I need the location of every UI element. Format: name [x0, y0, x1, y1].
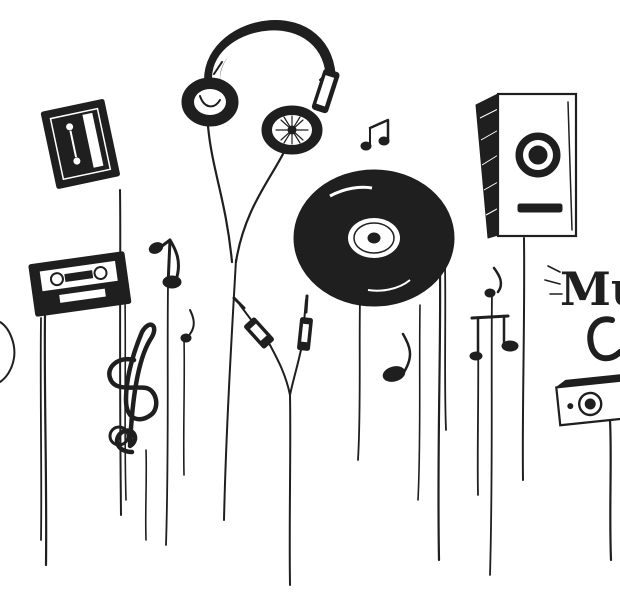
eighth-note-icon [360, 118, 390, 151]
music-lettering: Mu [544, 262, 620, 362]
small-note-icon [180, 309, 195, 343]
eighth-note-icon [484, 266, 503, 298]
beamed-notes-icon [469, 314, 519, 361]
lettering-text: Mu [560, 262, 620, 316]
eighth-note-icon [148, 238, 182, 289]
treble-clef-icon [107, 322, 159, 455]
audio-jack-cable-icon [232, 294, 313, 396]
partial-circle-doodle [0, 321, 16, 383]
cassette-tape-icon [40, 99, 120, 189]
stems [39, 189, 613, 586]
cassette-tape-icon [28, 251, 132, 317]
radio-icon [555, 373, 620, 427]
headphones-icon [181, 20, 340, 264]
quarter-note-icon [382, 332, 412, 382]
vinyl-record-icon [293, 169, 455, 307]
speaker-icon [475, 92, 578, 239]
